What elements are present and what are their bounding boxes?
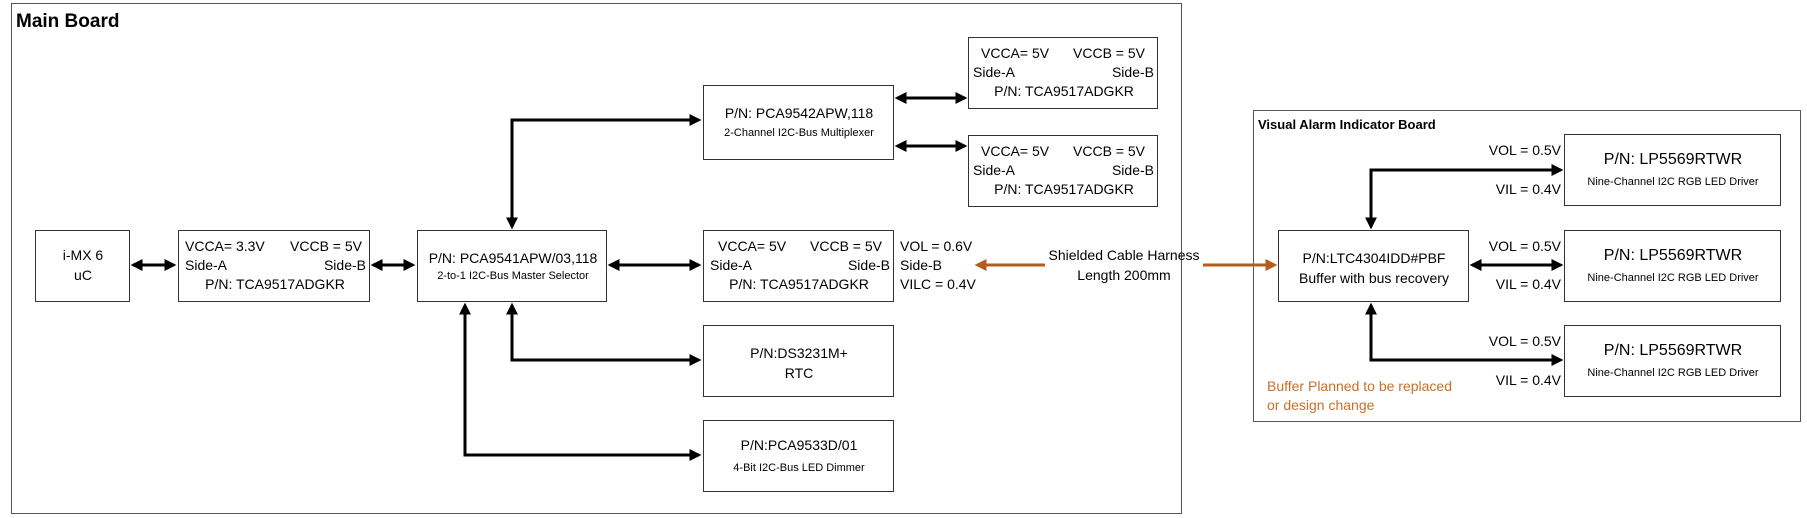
mux-ch1-side-a: Side-A [973, 162, 1016, 178]
mux-ch0-side-a: Side-A [973, 64, 1016, 80]
cable-shifter-vccb: VCCB = 5V [810, 238, 882, 254]
link-selector-mux [506, 114, 702, 230]
level-shifter-1: VCCA= 3.3V VCCB = 5V Side-A Side-B P/N: … [178, 230, 370, 302]
cable-shifter-part-number: P/N: TCA9517ADGKR [729, 276, 869, 292]
led2-vil-level: VIL = 0.4V [1495, 276, 1561, 292]
mux-ch1-vcca: VCCA= 5V [981, 143, 1050, 159]
led3-description: Nine-Channel I2C RGB LED Driver [1587, 367, 1759, 379]
dimmer-part-number: P/N:PCA9533D/01 [740, 437, 858, 453]
mux-ch0-vcca: VCCA= 5V [981, 45, 1050, 61]
master-selector-block: P/N: PCA9541APW/03,118 2-to-1 I2C-Bus Ma… [417, 230, 607, 302]
cable-side-b-label: Side-B [900, 257, 943, 273]
led-driver-1: P/N: LP5569RTWR Nine-Channel I2C RGB LED… [1564, 134, 1781, 206]
mux-ch1-shifter: VCCA= 5V VCCB = 5V Side-A Side-B P/N: TC… [968, 135, 1158, 207]
cable-shifter-vcca: VCCA= 5V [718, 238, 787, 254]
led2-part-number: P/N: LP5569RTWR [1603, 247, 1743, 264]
rtc-description: RTC [784, 365, 814, 381]
mux-description: 2-Channel I2C-Bus Multiplexer [724, 127, 874, 139]
buffer-block: P/N:LTC4304IDD#PBF Buffer with bus recov… [1278, 230, 1469, 302]
link-selector-dimmer [459, 302, 702, 461]
mux-ch1-part-number: P/N: TCA9517ADGKR [994, 181, 1134, 197]
buffer-note-line1: Buffer Planned to be replaced [1267, 378, 1452, 394]
led2-description: Nine-Channel I2C RGB LED Driver [1587, 272, 1759, 284]
led1-vol-level: VOL = 0.5V [1488, 142, 1561, 158]
buffer-description: Buffer with bus recovery [1299, 270, 1449, 286]
led1-part-number: P/N: LP5569RTWR [1603, 151, 1743, 168]
led3-vol-level: VOL = 0.5V [1488, 333, 1561, 349]
dimmer-description: 4-Bit I2C-Bus LED Dimmer [733, 462, 865, 474]
imx6-uc-block: i-MX 6 uC [35, 230, 130, 302]
shifter1-side-b: Side-B [323, 257, 366, 273]
rtc-part-number: P/N:DS3231M+ [750, 345, 848, 361]
cable-level-shifter: VCCA= 5V VCCB = 5V Side-A Side-B P/N: TC… [703, 230, 894, 302]
led3-vil-level: VIL = 0.4V [1495, 372, 1561, 388]
selector-description: 2-to-1 I2C-Bus Master Selector [437, 270, 589, 282]
mux-ch1-vccb: VCCB = 5V [1073, 143, 1145, 159]
shifter1-vcca: VCCA= 3.3V [185, 238, 265, 254]
led1-description: Nine-Channel I2C RGB LED Driver [1587, 176, 1759, 188]
link-buffer-led3 [1365, 302, 1564, 366]
led-driver-3: P/N: LP5569RTWR Nine-Channel I2C RGB LED… [1564, 325, 1781, 397]
cable-vilc-level: VILC = 0.4V [900, 276, 976, 292]
led2-vol-level: VOL = 0.5V [1488, 238, 1561, 254]
buffer-part-number: P/N:LTC4304IDD#PBF [1302, 250, 1446, 266]
buffer-note-line2: or design change [1267, 397, 1375, 413]
mux-ch0-vccb: VCCB = 5V [1073, 45, 1145, 61]
cable-shifter-side-b: Side-B [847, 257, 890, 273]
mux-ch0-shifter: VCCA= 5V VCCB = 5V Side-A Side-B P/N: TC… [968, 37, 1158, 109]
link-selector-rtc [506, 302, 702, 366]
led1-vil-level: VIL = 0.4V [1495, 181, 1561, 197]
led-dimmer-block: P/N:PCA9533D/01 4-Bit I2C-Bus LED Dimmer [703, 420, 894, 492]
selector-part-number: P/N: PCA9541APW/03,118 [428, 250, 598, 266]
cable-length-label: Length 200mm [1077, 267, 1171, 283]
shifter1-vccb: VCCB = 5V [290, 238, 362, 254]
shifter1-side-a: Side-A [185, 257, 228, 273]
led3-part-number: P/N: LP5569RTWR [1603, 342, 1743, 359]
imx-label: i-MX 6 [62, 247, 104, 263]
multiplexer-block: P/N: PCA9542APW,118 2-Channel I2C-Bus Mu… [703, 85, 894, 160]
led-driver-2: P/N: LP5569RTWR Nine-Channel I2C RGB LED… [1564, 230, 1781, 302]
link-buffer-led1 [1365, 164, 1564, 230]
alarm-board-title: Visual Alarm Indicator Board [1258, 117, 1436, 132]
mux-ch0-side-b: Side-B [1111, 64, 1154, 80]
mux-part-number: P/N: PCA9542APW,118 [724, 105, 874, 121]
imx-sublabel: uC [74, 267, 92, 283]
cable-harness-label: Shielded Cable Harness [1048, 247, 1200, 263]
rtc-block: P/N:DS3231M+ RTC [703, 325, 894, 397]
shifter1-part-number: P/N: TCA9517ADGKR [205, 276, 345, 292]
mux-ch0-part-number: P/N: TCA9517ADGKR [994, 83, 1134, 99]
mux-ch1-side-b: Side-B [1111, 162, 1154, 178]
cable-vol-level: VOL = 0.6V [900, 238, 973, 254]
main-board-title: Main Board [16, 11, 120, 32]
cable-shifter-side-a: Side-A [710, 257, 753, 273]
